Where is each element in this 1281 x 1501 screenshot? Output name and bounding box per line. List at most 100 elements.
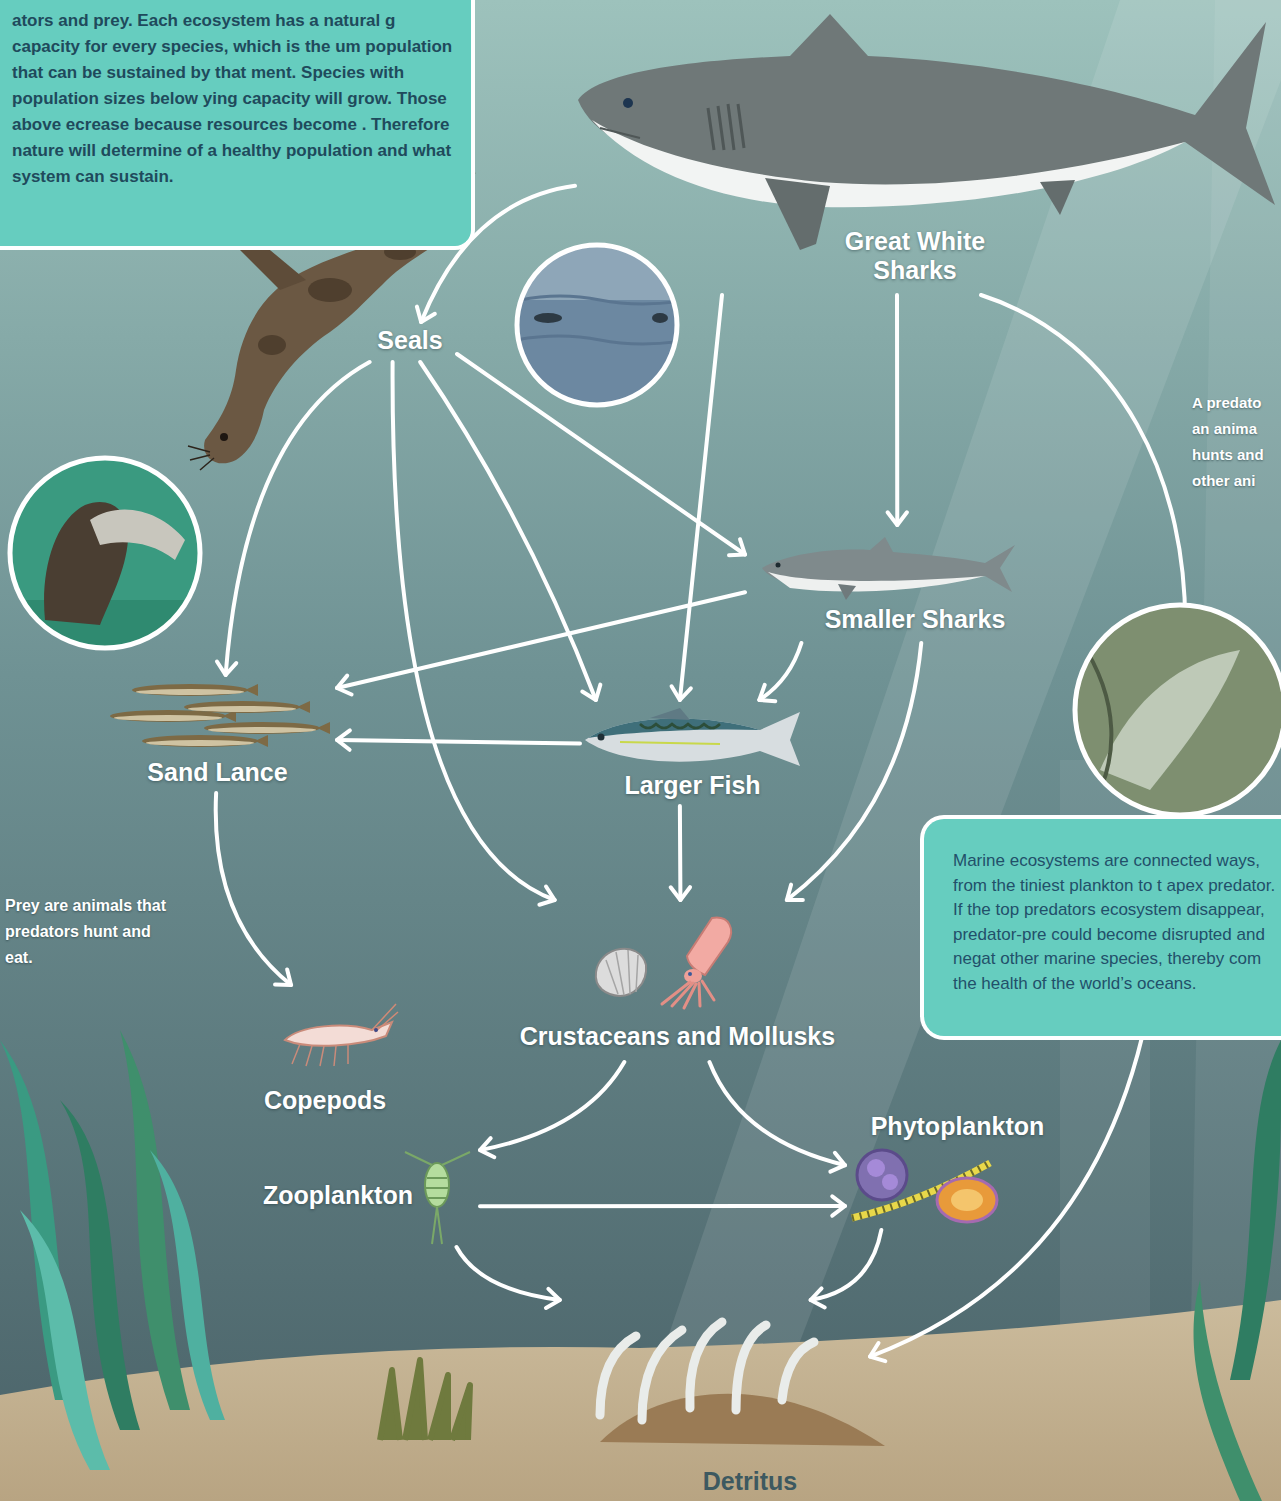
food-web-arrow xyxy=(671,806,690,900)
sand-lance-fish xyxy=(142,735,268,747)
phytoplankton-icon xyxy=(857,1150,907,1200)
sand-lance-fish xyxy=(188,706,296,712)
mackerel xyxy=(585,719,760,740)
node-label: Larger Fish xyxy=(580,771,805,800)
node-label: Seals xyxy=(365,326,455,355)
arrow-head xyxy=(539,887,554,905)
food-web-arrow xyxy=(480,1196,845,1215)
arrow-line xyxy=(480,1204,845,1208)
smaller-shark xyxy=(776,563,781,568)
sea-floor xyxy=(380,1360,470,1440)
species-node: Seals xyxy=(365,322,457,362)
node-label: Sand Lance xyxy=(100,758,335,787)
node-label: Phytoplankton xyxy=(845,1112,1070,1141)
arrow-head xyxy=(672,686,691,700)
great-white-shark xyxy=(623,98,633,108)
detritus-bones xyxy=(690,1322,722,1408)
species-node: Detritus xyxy=(540,1300,870,1501)
info-callout: ators and prey. Each ecosystem has a nat… xyxy=(0,0,475,250)
seaweed xyxy=(1194,1280,1262,1501)
clam-and-squid xyxy=(596,949,646,996)
arrow-line xyxy=(709,1062,845,1165)
phytoplankton-icon xyxy=(852,1163,990,1218)
sand-lance-fish xyxy=(136,689,244,695)
sand-lance-fish xyxy=(184,701,300,713)
photo-circle xyxy=(1075,605,1281,815)
sand-lance-fish xyxy=(204,722,320,734)
info-callout: Marine ecosystems are connected ways, fr… xyxy=(920,815,1281,1040)
food-web-arrow xyxy=(709,1062,845,1172)
definition-note: A predato an anima hunts and other ani xyxy=(1192,390,1278,494)
food-web-arrow xyxy=(457,354,745,555)
arrow-head xyxy=(582,685,600,700)
food-web-arrow xyxy=(787,643,921,900)
copepod xyxy=(292,1044,348,1066)
sand-lance-fish xyxy=(114,715,222,721)
food-web-arrow xyxy=(759,643,801,701)
photo-circle xyxy=(90,510,185,560)
species-node: Crustaceans and Mollusks xyxy=(485,900,872,1062)
zooplankton-icon xyxy=(405,1152,470,1244)
node-label: Marine ecosystems are connected ways, fr… xyxy=(953,849,1277,996)
mackerel xyxy=(598,734,605,741)
arrow-head xyxy=(217,662,236,675)
seaweed xyxy=(150,1150,225,1420)
photo-circle xyxy=(1070,600,1281,820)
clam-and-squid xyxy=(596,918,731,1008)
species-node: Larger Fish xyxy=(580,700,807,806)
great-white-shark xyxy=(1040,180,1075,215)
great-white-shark xyxy=(578,14,1275,250)
phytoplankton-icon xyxy=(937,1178,997,1222)
food-web-arrow xyxy=(457,1247,560,1308)
seal xyxy=(258,335,286,355)
arrow-head xyxy=(830,1153,845,1172)
sand-lance-fish xyxy=(297,701,310,713)
photo-circle xyxy=(1100,650,1240,790)
zooplankton-icon xyxy=(405,1152,470,1244)
arrow-line xyxy=(759,643,801,700)
food-web-arrow xyxy=(811,1230,882,1307)
sand-lance-fish xyxy=(245,684,258,696)
seal xyxy=(220,433,228,441)
sand-lance-fish xyxy=(317,722,330,734)
arrow-line xyxy=(337,592,745,688)
photo-circle xyxy=(517,245,677,405)
mackerel xyxy=(585,712,800,766)
arrow-head xyxy=(337,676,352,695)
seal xyxy=(308,278,352,302)
clam-and-squid xyxy=(662,981,714,1008)
mackerel xyxy=(650,708,690,720)
node-label: Smaller Sharks xyxy=(805,605,1025,634)
seaweed xyxy=(20,1210,110,1470)
arrow-head xyxy=(480,1138,494,1157)
arrow-line xyxy=(787,643,921,900)
smaller-shark xyxy=(838,584,856,600)
photo-circle xyxy=(1070,600,1281,820)
arrow-line xyxy=(216,793,291,985)
clam-and-squid xyxy=(606,950,638,995)
mackerel xyxy=(585,708,800,766)
food-web-arrow xyxy=(672,295,722,700)
phytoplankton-icon xyxy=(951,1189,983,1211)
arrow-head xyxy=(546,1289,560,1308)
sand-lance-fish xyxy=(146,740,254,746)
photo-circle xyxy=(534,313,562,323)
arrow-head xyxy=(832,1196,845,1215)
arrow-head xyxy=(888,512,907,525)
sand-lance-fish xyxy=(184,701,310,713)
zooplankton-icon xyxy=(426,1178,448,1198)
arrow-head xyxy=(811,1288,825,1307)
sand-lance-fish xyxy=(132,684,248,696)
node-label: Great White Sharks xyxy=(820,227,1010,285)
mackerel xyxy=(640,724,720,728)
arrow-line xyxy=(480,1062,624,1150)
photo-circle xyxy=(1070,600,1281,820)
arrow-line xyxy=(457,1247,560,1300)
sand-lance-fish xyxy=(204,722,330,734)
photo-circle xyxy=(10,458,200,648)
species-node: Sand Lance xyxy=(100,675,337,793)
species-node: Phytoplankton xyxy=(845,1110,1072,1230)
food-web-arrow xyxy=(337,592,745,694)
detritus-bones xyxy=(600,1322,814,1420)
definition-note: Prey are animals that predators hunt and… xyxy=(5,893,180,971)
